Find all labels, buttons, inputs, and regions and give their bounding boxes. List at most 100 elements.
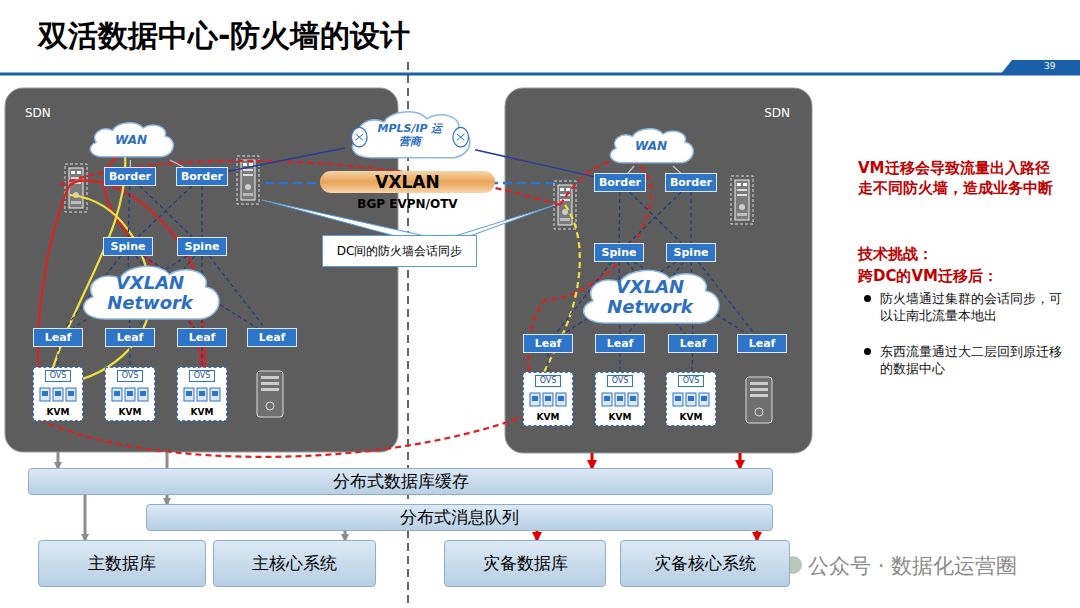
- network-cloud: VXLAN Network: [75, 262, 225, 324]
- node-label: 分布式数据库缓存: [333, 470, 469, 493]
- region-label: SDN: [25, 106, 51, 120]
- switch-box: Leaf: [247, 328, 297, 347]
- node-label: Spine: [111, 240, 146, 253]
- node-label: Border: [599, 176, 641, 189]
- router-icon: [453, 127, 469, 146]
- node-label: Border: [670, 176, 712, 189]
- host-box: OVSKVM: [33, 367, 83, 421]
- host-box: OVSKVM: [666, 372, 716, 426]
- vm-icon: [628, 393, 638, 406]
- switch-label: OVS: [189, 370, 216, 382]
- node-label: Spine: [674, 246, 709, 259]
- vm-icon: [125, 388, 135, 401]
- system-band: 主数据库: [38, 540, 206, 587]
- node-label: Spine: [602, 246, 637, 259]
- connector: [84, 495, 87, 540]
- vm-screen: [140, 391, 146, 396]
- hypervisor-label: KVM: [47, 407, 70, 418]
- callout-pointer: [455, 205, 555, 236]
- node-label: Leaf: [749, 337, 776, 350]
- vm-icon: [530, 393, 540, 406]
- node-label: Border: [109, 170, 151, 183]
- vm-icon: [66, 388, 76, 401]
- node-label: 灾备数据库: [483, 552, 568, 575]
- connector: [201, 186, 202, 237]
- switch-box: Spine: [666, 243, 716, 262]
- switch-box: Leaf: [105, 328, 155, 347]
- vm-screen: [114, 391, 120, 396]
- connector: [536, 531, 539, 540]
- switch-box: Spine: [103, 237, 153, 256]
- system-band: 灾备核心系统: [620, 540, 790, 587]
- vm-icon: [53, 388, 63, 401]
- vxlan-band: VXLANBGP EVPN/OTV: [320, 171, 495, 221]
- vm-screen: [617, 396, 623, 401]
- switch-label: OVS: [535, 375, 562, 387]
- note-text: VM迁移会导致流量出入路径走不同防火墙，造成业务中断: [858, 158, 1063, 198]
- connector: [138, 186, 192, 237]
- vm-icons: [529, 392, 567, 408]
- host-box: OVS KVM: [523, 372, 573, 426]
- network-cloud: WAN: [85, 120, 177, 160]
- connector: [129, 347, 130, 367]
- connector: [629, 192, 681, 243]
- switch-box: Border: [594, 173, 646, 192]
- host-box: OVSKVM: [595, 372, 645, 426]
- vm-screen: [532, 396, 538, 401]
- vm-screen: [212, 391, 218, 396]
- hypervisor-label: KVM: [609, 412, 632, 423]
- vm-screen: [127, 391, 133, 396]
- band-subtitle: BGP EVPN/OTV: [320, 197, 495, 211]
- cloud-outline: [84, 266, 219, 319]
- region-label: SDN: [764, 106, 790, 120]
- system-band: 分布式数据库缓存: [28, 468, 773, 495]
- firewall-icon: [237, 156, 259, 204]
- hypervisor-label: KVM: [537, 412, 560, 423]
- vm-screen: [199, 391, 205, 396]
- node-label: 主核心系统: [252, 552, 337, 575]
- switch-label: OVS: [678, 375, 705, 387]
- dc-panel: [505, 88, 812, 453]
- vm-screen: [55, 391, 61, 396]
- page-title: 双活数据中心-防火墙的设计: [38, 16, 410, 57]
- system-band: 灾备数据库: [444, 540, 606, 587]
- vm-screen: [675, 396, 681, 401]
- connector: [619, 353, 620, 372]
- vm-icons: [183, 387, 221, 403]
- connector: [209, 256, 264, 328]
- connector: [591, 453, 594, 468]
- switch-box: Leaf: [595, 334, 645, 353]
- vm-screen: [630, 396, 636, 401]
- switch-box: Border: [104, 167, 156, 186]
- node-label: Border: [181, 170, 223, 183]
- connector: [756, 531, 759, 540]
- note-text: 东西流量通过大二层回到原迁移的数据中心: [880, 343, 1068, 377]
- note-text: 跨DC的VM迁移后：: [858, 266, 1063, 286]
- cloud-label: WAN: [115, 133, 147, 147]
- note-text: 技术挑战：: [858, 244, 1063, 264]
- cloud-outline: [352, 112, 469, 158]
- switch-box: Spine: [177, 237, 227, 256]
- connector: [170, 160, 184, 167]
- connector: [630, 192, 682, 243]
- connector: [691, 353, 693, 372]
- switch-box: Leaf: [737, 334, 787, 353]
- switch-box: Border: [665, 173, 717, 192]
- switch-box: Leaf: [177, 328, 227, 347]
- connector: [128, 186, 129, 237]
- switch-box: Leaf: [33, 328, 83, 347]
- bullet-dot: [864, 348, 871, 355]
- vm-screen: [688, 396, 694, 401]
- cloud-outline: [584, 270, 719, 323]
- node-label: Spine: [185, 240, 220, 253]
- vm-screen: [604, 396, 610, 401]
- node-label: DC间的防火墙会话同步: [337, 243, 463, 260]
- node-label: 主数据库: [88, 552, 156, 575]
- dc-panel: [5, 88, 398, 452]
- cloud-label: VXLAN Network: [105, 273, 195, 313]
- server-icon: [746, 377, 772, 423]
- bullet-dot: [864, 295, 871, 302]
- cloud-outline: [610, 129, 693, 163]
- note-text: 防火墙通过集群的会话同步，可以让南北流量本地出: [880, 290, 1068, 324]
